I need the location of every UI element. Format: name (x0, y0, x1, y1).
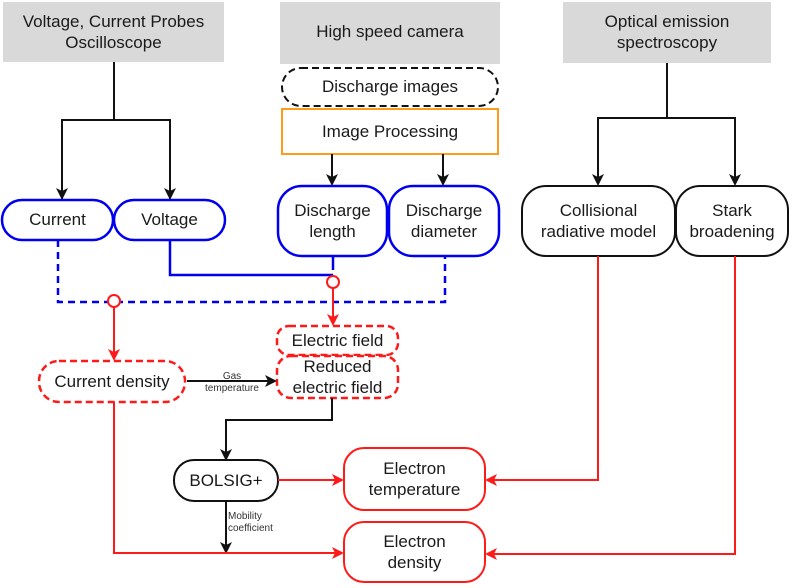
edge-stark-density (500, 256, 736, 555)
edge-probes-split (61, 62, 171, 200)
electron-temperature-label: Electron temperature (368, 458, 461, 499)
junction-electric-field (326, 275, 340, 289)
discharge-length-label: Discharge length (294, 200, 371, 241)
mobility-coefficient-edge-label: Mobility coefficient (228, 511, 273, 534)
source-box-probes (3, 2, 224, 62)
voltage-label: Voltage (141, 210, 198, 230)
gas-temperature-edge-label: Gas temperature (205, 371, 259, 394)
junction-current-density (107, 294, 121, 308)
electron-density-label: Electron density (383, 531, 446, 572)
electric-field-label: Electric field (291, 330, 384, 350)
discharge-images-label: Discharge images (321, 77, 459, 97)
image-processing-label: Image Processing (321, 121, 459, 141)
discharge-diameter-label: Discharge diameter (405, 200, 483, 241)
bolsig-label: BOLSIG+ (189, 470, 263, 490)
edge-reduced-bolsig (225, 398, 333, 446)
current-label: Current (29, 210, 86, 230)
reduced-electric-field-box (275, 354, 400, 400)
current-density-label: Current density (54, 371, 170, 391)
edge-current-density-electron-density (113, 402, 330, 554)
oes-label: Optical emission spectroscopy (604, 11, 730, 52)
collisional-radiative-label: Collisional radiative model (540, 200, 657, 241)
source-box-oes (563, 2, 771, 63)
image-processing-box (281, 108, 499, 155)
edge-current-diameter-dashed (56, 240, 447, 304)
current-density-box (37, 359, 187, 404)
discharge-images-box (281, 67, 499, 107)
edge-collisional-temperature (500, 256, 599, 481)
reduced-electric-field-label: Reduced electric field (292, 356, 383, 397)
stark-broadening-box (675, 185, 789, 257)
source-box-camera (280, 2, 500, 64)
camera-label: High speed camera (316, 22, 464, 42)
edge-oes-split (598, 63, 735, 119)
probes-label: Voltage, Current Probes Oscilloscope (22, 11, 205, 52)
stark-broadening-label: Stark broadening (689, 200, 775, 241)
edge-voltage-length (168, 240, 335, 277)
